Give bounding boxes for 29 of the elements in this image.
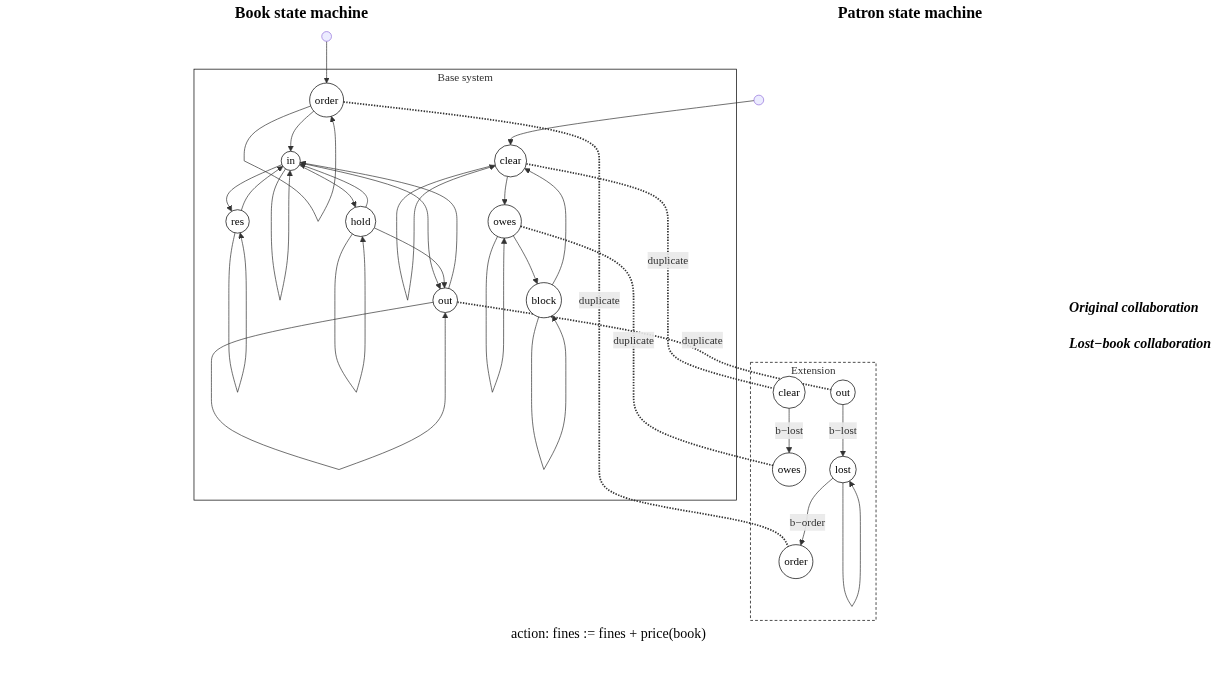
edge-label: duplicate <box>681 333 723 346</box>
node-circle: block <box>525 282 562 319</box>
node-circle: res <box>225 209 250 234</box>
node-circle: owes <box>487 204 522 239</box>
note-text: action: fines := fines + price(book) <box>510 626 707 642</box>
edge-label: duplicate <box>647 254 688 266</box>
node-circle: hold <box>344 205 376 237</box>
dashed-connector <box>525 163 774 390</box>
side-caption: Lost−book collaboration <box>1069 336 1211 352</box>
section-heading: Book state machine <box>234 4 369 22</box>
dashed-connector <box>456 301 832 391</box>
dashed-connector <box>519 225 774 467</box>
section-heading: Patron state machine <box>837 4 983 22</box>
edge-label: b−lost <box>774 424 803 437</box>
node-circle: clear <box>772 375 806 409</box>
node-circle: order <box>308 82 344 118</box>
node-circle: clear <box>493 144 527 178</box>
node-circle: owes <box>771 452 806 487</box>
side-caption: Original collaboration <box>1069 300 1200 316</box>
node-circle: out <box>829 379 856 405</box>
edge-label: duplicate <box>612 333 654 346</box>
dashed-connector <box>342 101 789 548</box>
edge-label: duplicate <box>578 293 620 306</box>
edge-label: b−order <box>789 516 825 528</box>
edge-label: b−lost <box>828 424 857 437</box>
node-circle: in <box>280 151 301 171</box>
node-circle: out <box>432 287 458 313</box>
node-circle: order <box>778 544 813 579</box>
node-circle: lost <box>828 455 857 484</box>
